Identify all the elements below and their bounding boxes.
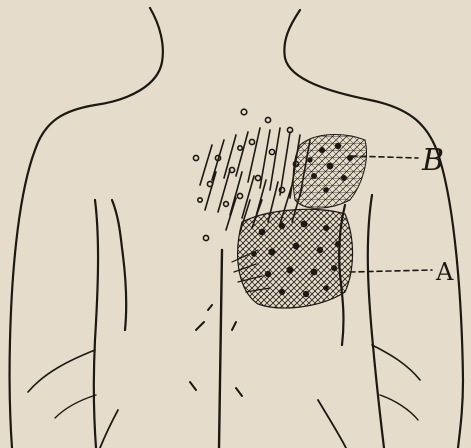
label-b: B (421, 143, 444, 178)
region-a-crosshatch (232, 209, 353, 308)
label-a: A (435, 258, 454, 286)
